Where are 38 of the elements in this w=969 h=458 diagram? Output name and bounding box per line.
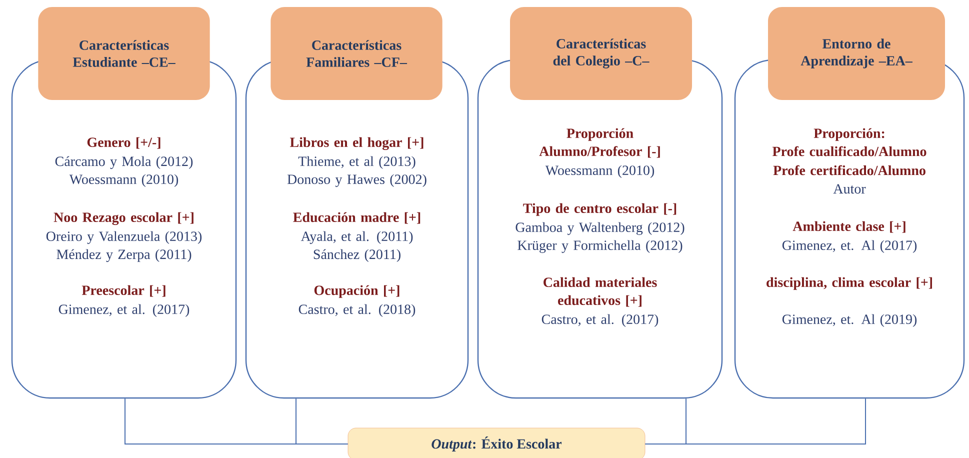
output-box: Output: Éxito Escolar (348, 428, 646, 458)
factor-heading: Tipo de centro escolar [-] (523, 203, 676, 216)
citation: Donoso y Hawes (2002) (287, 174, 426, 187)
citation: Castro, et al. (2018) (298, 304, 416, 317)
factor-heading: Proporción Alumno/Profesor [-] (539, 128, 660, 158)
citation: Méndez y Zerpa (2011) (56, 249, 192, 262)
factor-heading: Profe cualificado/Alumno (772, 146, 926, 156)
factor-heading: Ocupación [+] (314, 285, 400, 298)
citation: Castro, et al. (2017) (542, 314, 658, 327)
category-header: Características Familiares –CF– (270, 7, 442, 100)
factor-heading: Proporción: (814, 128, 884, 141)
factor-heading: Educación madre [+] (293, 212, 420, 224)
connector-line (296, 398, 348, 444)
factor-heading: Genero [+/-] (87, 137, 160, 149)
factor-heading: Noo Rezago escolar [+] (54, 212, 194, 225)
citation: Krüger y Formichella (2012) (518, 240, 682, 253)
citation: Gimenez, et. Al (2019) (782, 314, 917, 327)
category-header: Entorno de Aprendizaje –EA– (768, 7, 945, 100)
citation: Sánchez (2011) (314, 249, 400, 262)
factor-heading: disciplina, clima escolar [+] (766, 277, 932, 290)
factor-heading: Profe certificado/Alumno (773, 165, 926, 176)
factor-heading: Preescolar [+] (82, 285, 166, 297)
citation: Ayala, et al. (2011) (300, 231, 413, 244)
citation: Gimenez, et al. (2017) (58, 304, 190, 317)
factor-heading: Libros en el hogar [+] (290, 137, 424, 150)
citation: Autor (833, 184, 866, 194)
citation: Woessmann (2010) (69, 174, 178, 187)
factor-heading: Ambiente clase [+] (792, 221, 906, 233)
category-header: Características Estudiante –CE– (38, 7, 210, 100)
citation: Thieme, et al (2013) (298, 156, 416, 169)
citation: Oreiro y Valenzuela (2013) (46, 231, 202, 244)
citation: Gimenez, et. Al (2017) (782, 240, 917, 253)
citation: Gamboa y Waltenberg (2012) (516, 222, 684, 235)
factor-heading: Calidad materiales educativos [+] (544, 277, 657, 307)
category-header: Características del Colegio –C– (510, 7, 692, 100)
citation: Woessmann (2010) (545, 165, 654, 178)
citation: Cárcamo y Mola (2012) (55, 156, 193, 169)
connector-line (644, 398, 866, 444)
